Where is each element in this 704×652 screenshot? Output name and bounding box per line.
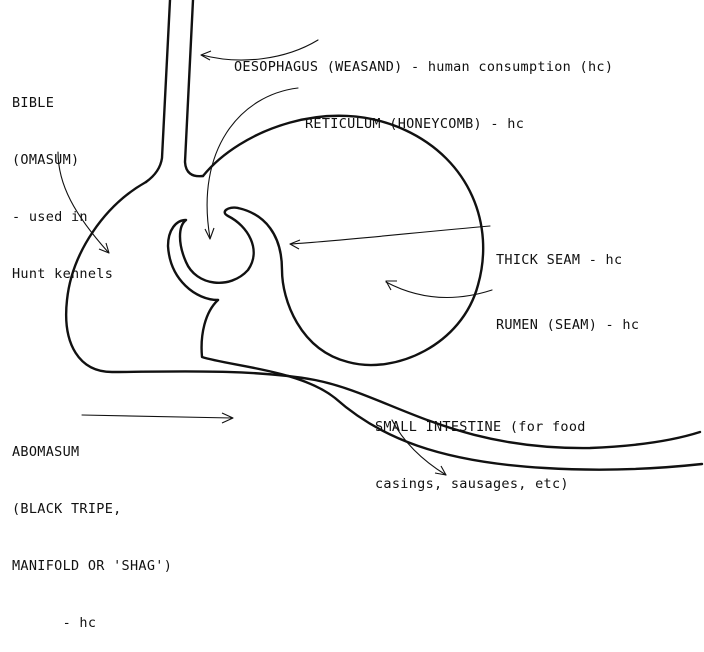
reticulum-fold [168, 208, 254, 300]
abomasum-label: ABOMASUM (BLACK TRIPE, MANIFOLD OR 'SHAG… [12, 405, 172, 652]
bible-label: BIBLE (OMASUM) - used in Hunt kennels [12, 56, 113, 303]
reticulum-label: RETICULUM (HONEYCOMB) - hc [305, 77, 524, 153]
reticulum-pointer [205, 88, 298, 239]
rumen-outer-wall [203, 116, 483, 365]
rumen-label: RUMEN (SEAM) - hc [496, 278, 639, 354]
oesophagus-left-wall [146, 0, 170, 182]
small-intestine-label: SMALL INTESTINE (for food casings, sausa… [375, 380, 586, 513]
thick-seam-pointer [290, 226, 490, 249]
oesophagus-right-wall [185, 0, 203, 176]
